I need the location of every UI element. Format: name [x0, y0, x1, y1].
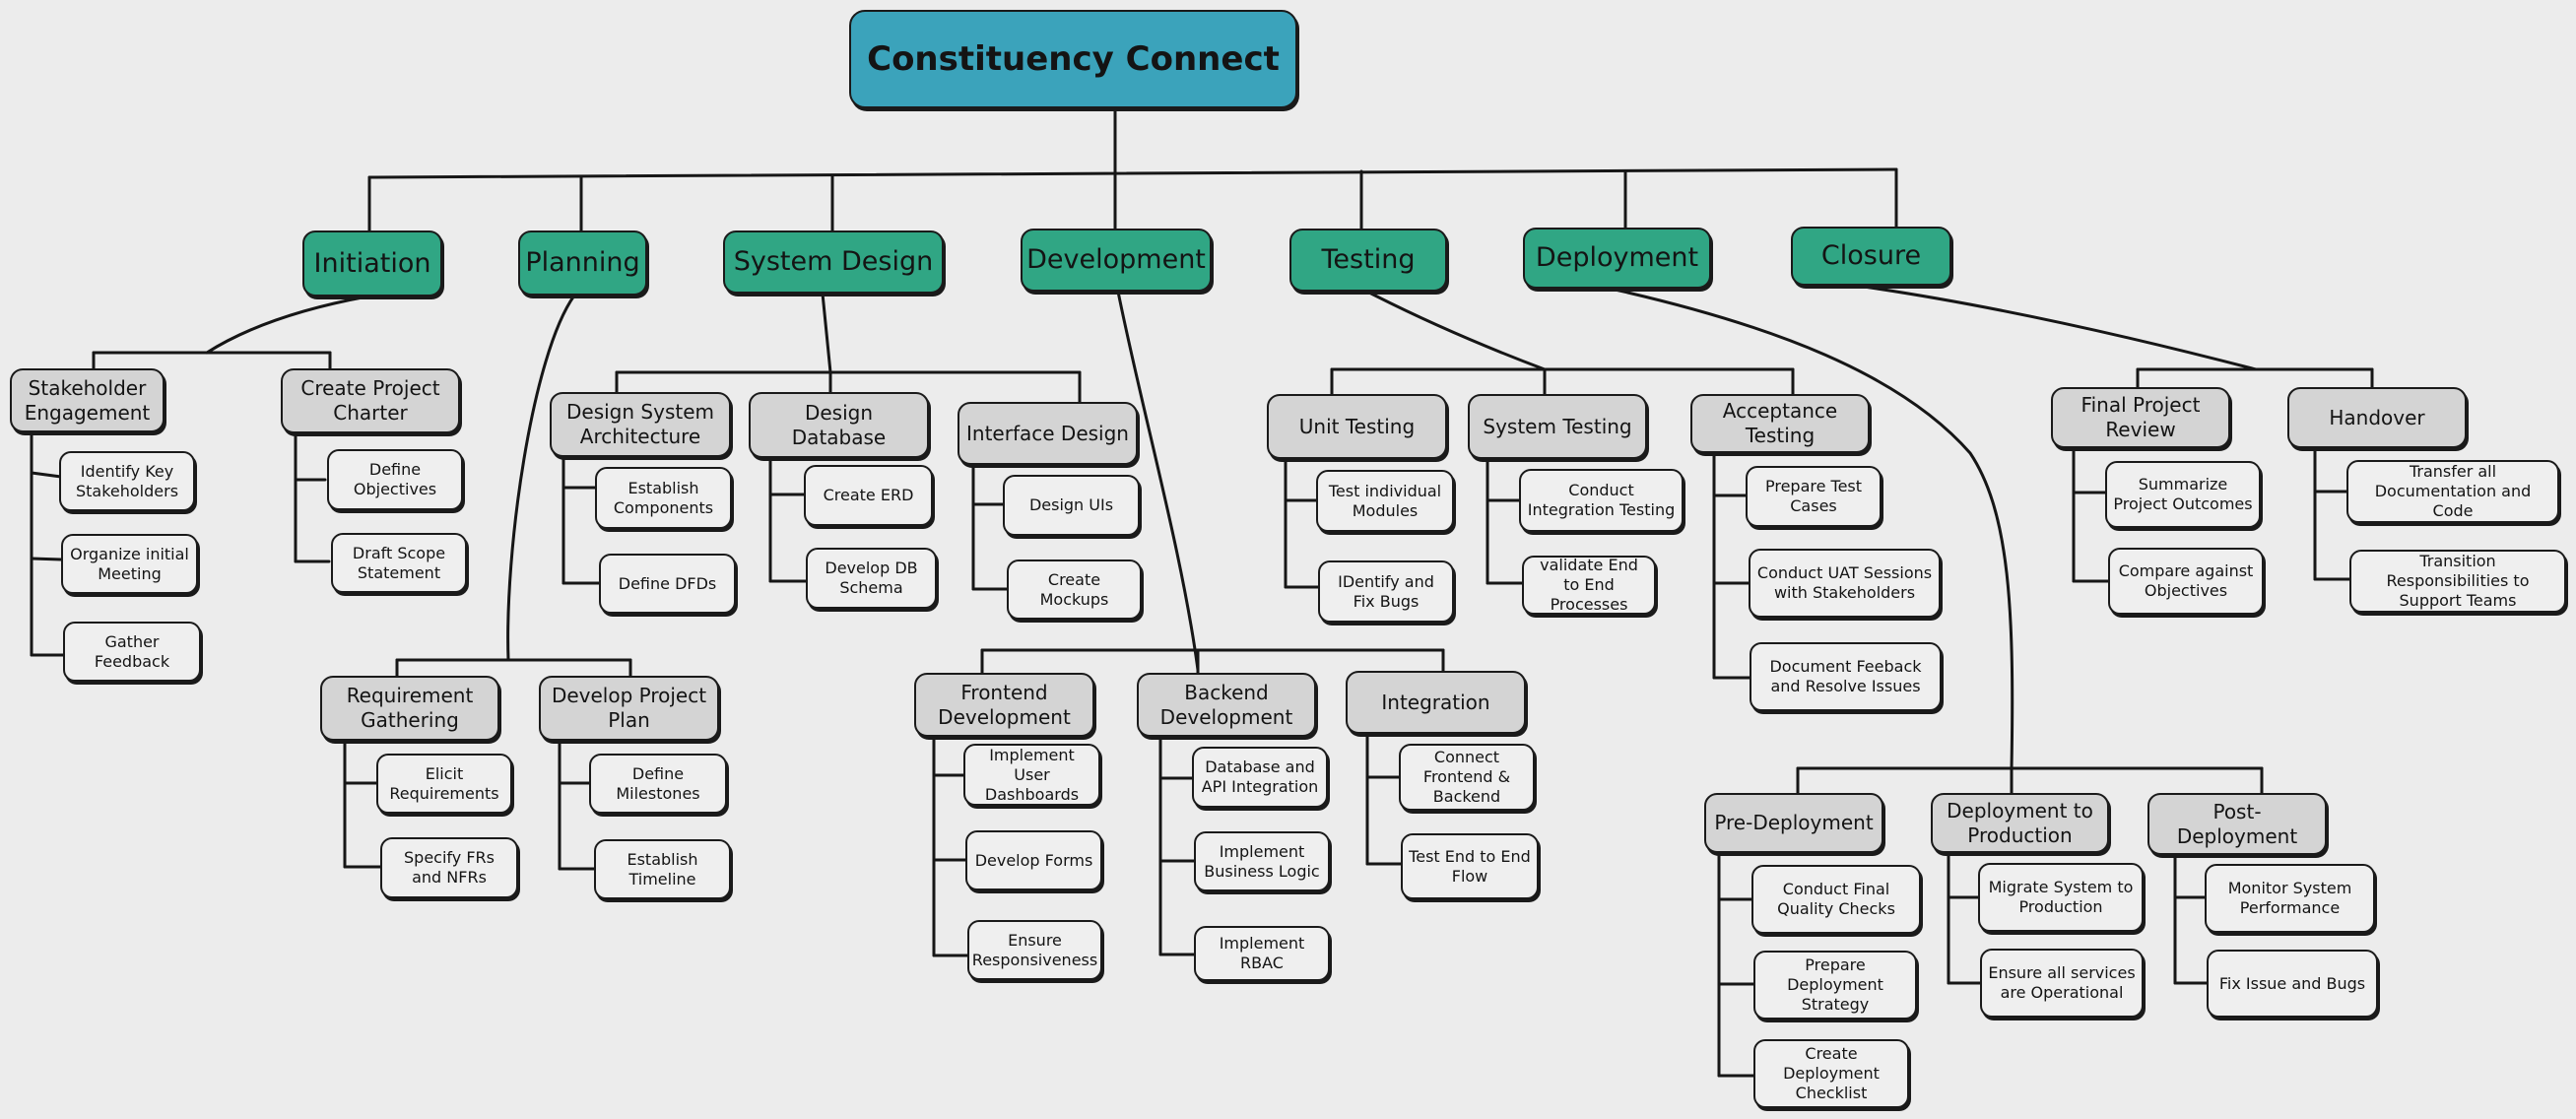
leaf-implement-rbac: Implement RBAC	[1194, 926, 1330, 981]
task-pre-deployment: Pre-Deployment	[1704, 793, 1883, 853]
leaf-design-uis: Design UIs	[1003, 475, 1140, 536]
leaf-summarize-project-outcomes: Summarize Project Outcomes	[2105, 461, 2261, 528]
leaf-establish-timeline: Establish Timeline	[594, 839, 731, 899]
task-design-system-architecture: Design System Architecture	[550, 392, 731, 457]
leaf-database-and-api-integration: Database and API Integration	[1192, 747, 1328, 808]
leaf-define-dfds: Define DFDs	[599, 554, 736, 614]
leaf-define-objectives: Define Objectives	[327, 449, 463, 510]
phase-deployment: Deployment	[1523, 228, 1711, 289]
phase-development: Development	[1021, 229, 1212, 292]
task-design-database: Design Database	[749, 392, 929, 458]
leaf-test-end-to-end-flow: Test End to End Flow	[1401, 833, 1539, 899]
leaf-transfer-all-documentation-and-code: Transfer all Documentation and Code	[2346, 460, 2559, 523]
leaf-establish-components: Establish Components	[595, 467, 732, 529]
leaf-create-deployment-checklist: Create Deployment Checklist	[1753, 1039, 1909, 1108]
leaf-gather-feedback: Gather Feedback	[63, 622, 201, 682]
leaf-conduct-final-quality-checks: Conduct Final Quality Checks	[1751, 865, 1921, 934]
task-post-deployment: Post-Deployment	[2147, 793, 2327, 855]
leaf-validate-end-to-end-processes: validate End to End Processes	[1522, 556, 1656, 615]
task-unit-testing: Unit Testing	[1267, 394, 1447, 459]
task-final-project-review: Final Project Review	[2051, 387, 2230, 448]
task-handover: Handover	[2287, 387, 2467, 448]
leaf-fix-issue-and-bugs: Fix Issue and Bugs	[2207, 950, 2378, 1018]
root-node: Constituency Connect	[849, 10, 1297, 108]
leaf-create-mockups: Create Mockups	[1007, 560, 1142, 620]
leaf-identify-key-stakeholders: Identify Key Stakeholders	[59, 451, 195, 511]
task-frontend-development: Frontend Development	[914, 673, 1094, 737]
leaf-specify-frs-and-nfrs: Specify FRs and NFRs	[380, 837, 518, 898]
leaf-connect-frontend-backend: Connect Frontend & Backend	[1399, 744, 1535, 811]
leaf-organize-initial-meeting: Organize initial Meeting	[61, 534, 198, 594]
leaf-monitor-system-performance: Monitor System Performance	[2205, 864, 2375, 933]
leaf-implement-business-logic: Implement Business Logic	[1194, 831, 1330, 891]
leaf-identify-and-fix-bugs: IDentify and Fix Bugs	[1318, 560, 1454, 623]
leaf-create-erd: Create ERD	[804, 465, 933, 526]
phase-testing: Testing	[1289, 229, 1447, 292]
task-interface-design: Interface Design	[958, 402, 1138, 465]
leaf-define-milestones: Define Milestones	[589, 754, 727, 814]
leaf-ensure-all-services-operational: Ensure all services are Operational	[1980, 949, 2144, 1018]
leaf-conduct-integration-testing: Conduct Integration Testing	[1519, 469, 1684, 532]
phase-initiation: Initiation	[302, 230, 442, 296]
task-create-project-charter: Create Project Charter	[281, 368, 460, 433]
leaf-compare-against-objectives: Compare against Objectives	[2108, 548, 2264, 615]
leaf-document-feedback-resolve-issues: Document Feeback and Resolve Issues	[1750, 642, 1942, 711]
phase-closure: Closure	[1791, 227, 1951, 286]
task-backend-development: Backend Development	[1137, 673, 1316, 737]
task-develop-project-plan: Develop Project Plan	[539, 676, 719, 741]
leaf-draft-scope-statement: Draft Scope Statement	[331, 533, 467, 593]
leaf-prepare-deployment-strategy: Prepare Deployment Strategy	[1753, 951, 1917, 1020]
task-system-testing: System Testing	[1468, 394, 1647, 459]
leaf-develop-forms: Develop Forms	[965, 830, 1102, 890]
task-deployment-to-production: Deployment to Production	[1931, 793, 2109, 853]
leaf-ensure-responsiveness: Ensure Responsiveness	[967, 920, 1102, 980]
leaf-prepare-test-cases: Prepare Test Cases	[1746, 466, 1882, 527]
leaf-migrate-system-to-production: Migrate System to Production	[1978, 863, 2144, 932]
phase-system-design: System Design	[723, 230, 944, 294]
phase-planning: Planning	[518, 230, 647, 296]
leaf-test-individual-modules: Test individual Modules	[1316, 470, 1454, 532]
leaf-transition-responsibilities: Transition Responsibilities to Support T…	[2349, 550, 2566, 613]
leaf-develop-db-schema: Develop DB Schema	[806, 548, 937, 609]
task-integration: Integration	[1346, 671, 1526, 734]
leaf-elicit-requirements: Elicit Requirements	[376, 754, 512, 814]
leaf-implement-user-dashboards: Implement User Dashboards	[963, 744, 1100, 806]
task-acceptance-testing: Acceptance Testing	[1690, 394, 1870, 453]
task-stakeholder-engagement: Stakeholder Engagement	[10, 368, 165, 432]
task-requirement-gathering: Requirement Gathering	[320, 676, 499, 741]
leaf-conduct-uat-sessions: Conduct UAT Sessions with Stakeholders	[1749, 549, 1941, 618]
